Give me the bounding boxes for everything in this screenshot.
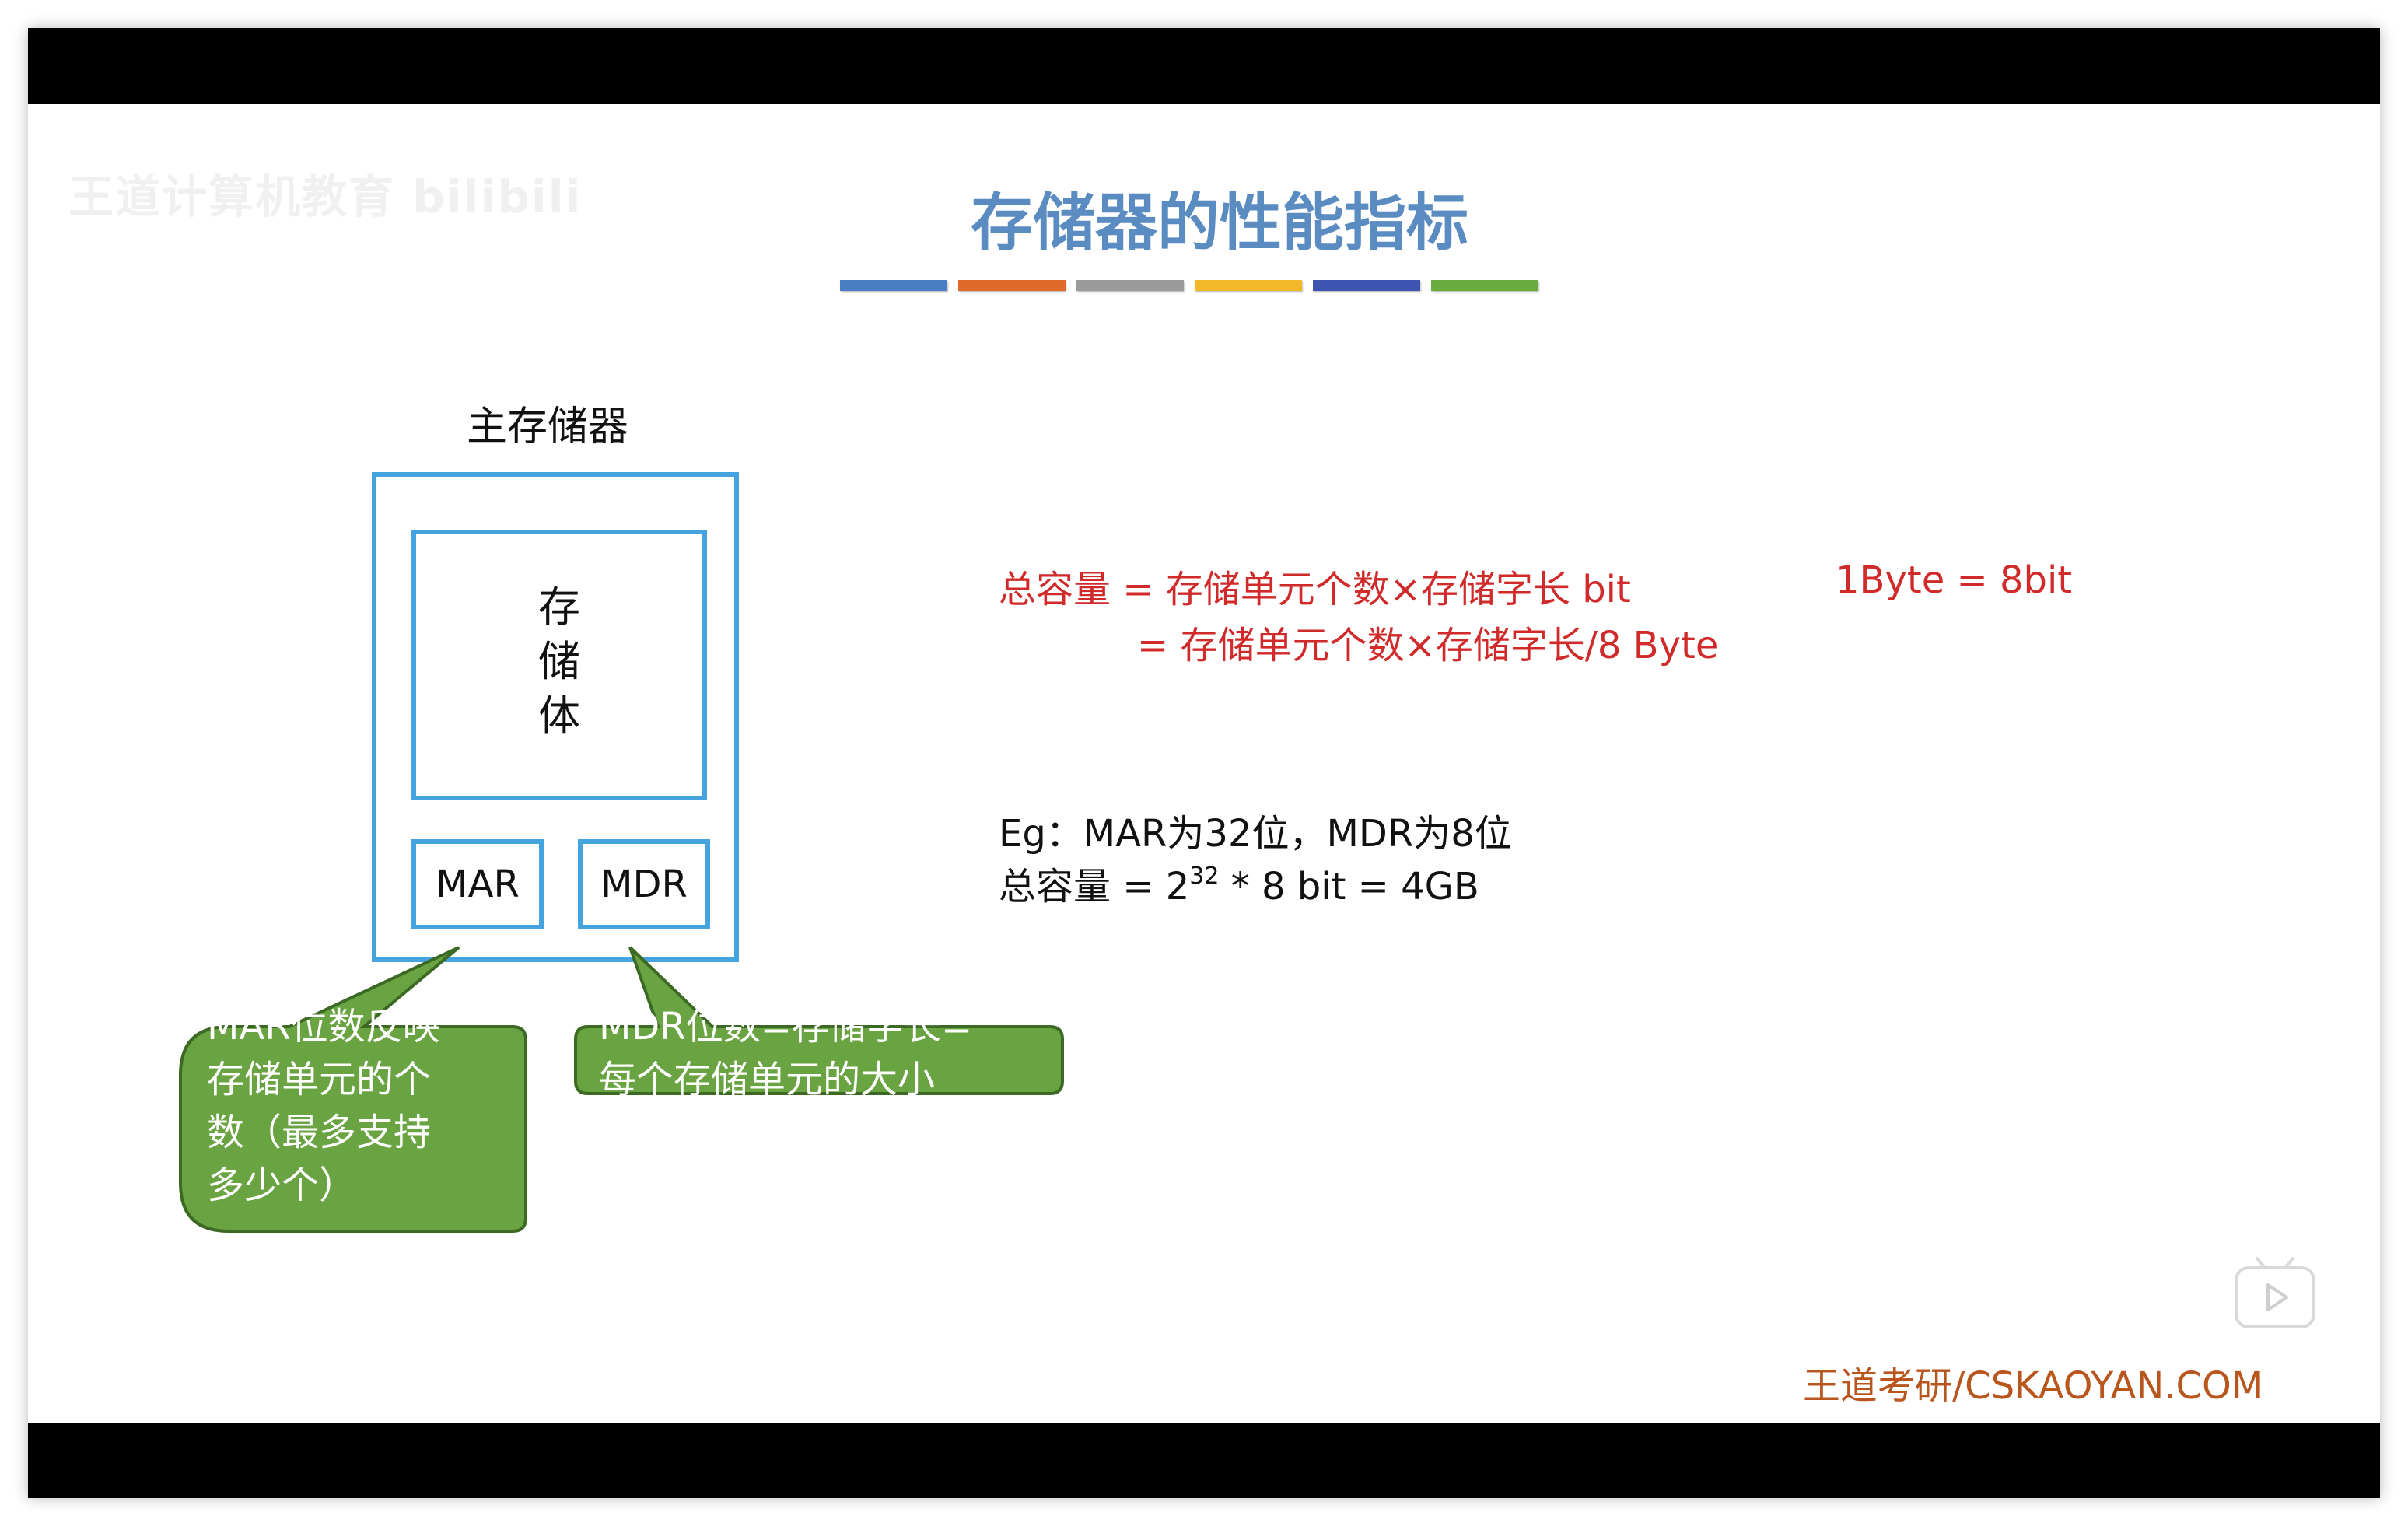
callout-line: 多少个） <box>207 1164 357 1207</box>
example-line-1: Eg：MAR为32位，MDR为8位 <box>999 812 1512 856</box>
storage-body-label: 存 储 体 <box>411 580 707 744</box>
callout-line: MDR位数=存储字长= <box>599 1005 973 1048</box>
byte-conversion: 1Byte = 8bit <box>1836 558 2073 602</box>
storage-body-char: 存 <box>538 583 580 632</box>
strip-segment <box>958 280 1066 291</box>
callout-line: 数（最多支持 <box>207 1111 432 1154</box>
callout-shapes <box>179 946 1064 1233</box>
title-color-strip <box>840 280 1538 291</box>
strip-segment <box>840 280 947 291</box>
callout-line: 存储单元的个 <box>207 1058 432 1101</box>
mar-register-box: MAR <box>411 839 544 929</box>
slide-title: 存储器的性能指标 <box>971 187 1468 259</box>
mar-callout-text: MAR位数反映 存储单元的个 数（最多支持 多少个） <box>207 1000 440 1212</box>
play-icon[interactable] <box>2234 1255 2316 1330</box>
mdr-register-box: MDR <box>578 839 710 929</box>
storage-body-box <box>411 530 707 800</box>
footer-brand: 王道考研/CSKAOYAN.COM <box>1803 1364 2264 1408</box>
callout-line: 每个存储单元的大小 <box>599 1058 936 1101</box>
strip-segment <box>1431 280 1538 291</box>
watermark: 王道计算机教育 bilibili <box>68 170 583 223</box>
strip-segment <box>1313 280 1420 291</box>
main-memory-label: 主存储器 <box>467 404 629 450</box>
letterbox-top <box>28 28 2380 104</box>
mdr-callout-text: MDR位数=存储字长= 每个存储单元的大小 <box>599 1000 972 1106</box>
storage-body-char: 储 <box>538 637 580 686</box>
strip-segment <box>1076 280 1184 291</box>
capacity-formula-bit: 总容量 = 存储单元个数×存储字长 bit <box>999 568 1631 611</box>
mar-callout-bubble <box>179 946 527 1233</box>
mdr-callout-bubble <box>574 946 1064 1095</box>
storage-body-char: 体 <box>538 691 580 740</box>
example-exponent: 32 <box>1189 863 1220 890</box>
strip-segment <box>1195 280 1302 291</box>
callout-line: MAR位数反映 <box>207 1005 440 1048</box>
video-frame: 王道计算机教育 bilibili 存储器的性能指标 主存储器 存 储 体 MAR… <box>28 28 2380 1498</box>
example-suffix: * 8 bit = 4GB <box>1219 865 1479 908</box>
capacity-formula-byte: = 存储单元个数×存储字长/8 Byte <box>1137 624 1719 667</box>
example-line-2: 总容量 = 232 * 8 bit = 4GB <box>999 856 1479 910</box>
slide: 王道计算机教育 bilibili 存储器的性能指标 主存储器 存 储 体 MAR… <box>28 104 2380 1423</box>
letterbox-bottom <box>28 1423 2380 1498</box>
example-prefix: 总容量 = 2 <box>999 865 1190 908</box>
main-memory-box <box>372 472 739 962</box>
